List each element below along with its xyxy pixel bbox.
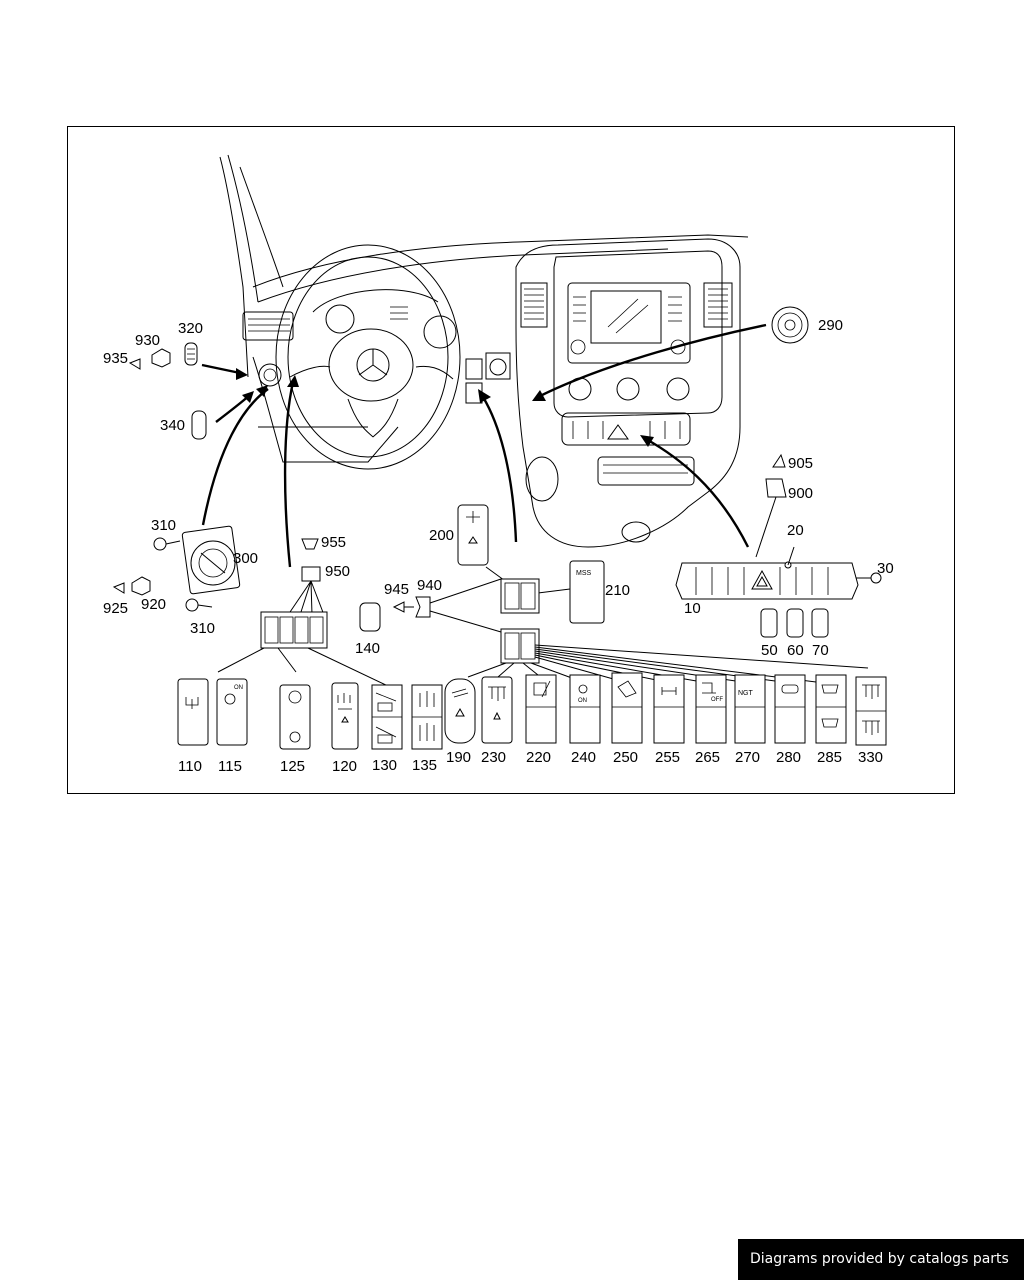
label-20: 20 (787, 522, 804, 539)
label-210: 210 (605, 582, 630, 599)
part-950-955 (287, 538, 325, 616)
label-200: 200 (429, 527, 454, 544)
label-125: 125 (280, 758, 305, 775)
label-50: 50 (761, 642, 778, 659)
label-190: 190 (446, 749, 471, 766)
part-900-905 (755, 453, 787, 558)
part-290-round-switch (771, 306, 809, 344)
mss-glyph: MSS (576, 570, 592, 577)
dashboard-switch-diagram: MSS (103, 154, 894, 775)
label-250: 250 (613, 749, 638, 766)
label-905: 905 (788, 455, 813, 472)
dashboard-illustration (219, 154, 749, 548)
label-120: 120 (332, 758, 357, 775)
part-number-labels: 320 930 935 340 290 905 900 20 30 10 50 … (103, 317, 894, 775)
on-glyph-115: ON (234, 685, 243, 691)
label-300: 300 (233, 550, 258, 567)
label-310-bottom: 310 (190, 620, 215, 637)
label-255: 255 (655, 749, 680, 766)
part-10-switch-panel (675, 546, 882, 600)
label-110: 110 (178, 758, 202, 775)
label-930: 930 (135, 332, 160, 349)
label-900: 900 (788, 485, 813, 502)
label-30: 30 (877, 560, 894, 577)
label-270: 270 (735, 749, 760, 766)
label-60: 60 (787, 642, 804, 659)
label-140: 140 (355, 640, 380, 657)
part-340-cap (191, 410, 207, 440)
label-70: 70 (812, 642, 829, 659)
part-50-60-70-caps (760, 608, 829, 638)
ngt-glyph: NGT (738, 690, 754, 697)
label-925: 925 (103, 600, 128, 617)
switch-double-upper (500, 578, 540, 614)
switch-double-lower (467, 628, 869, 685)
label-935: 935 (103, 350, 128, 367)
diagram-frame: MSS (67, 126, 955, 794)
connection-arrows (201, 323, 767, 568)
part-300-light-switch (112, 525, 241, 612)
label-945: 945 (384, 581, 409, 598)
on-glyph-240: ON (578, 698, 587, 704)
off-glyph-265: OFF (711, 697, 723, 703)
label-115: 115 (218, 758, 242, 775)
label-265: 265 (695, 749, 720, 766)
part-200 (457, 504, 509, 584)
label-285: 285 (817, 749, 842, 766)
label-320: 320 (178, 320, 203, 337)
label-920: 920 (141, 596, 166, 613)
switch-strip-4 (217, 611, 391, 688)
label-135: 135 (412, 757, 437, 774)
switch-row: ON ON (177, 672, 887, 750)
label-310-top: 310 (151, 517, 176, 534)
part-210-mss: MSS (537, 560, 605, 624)
label-940: 940 (417, 577, 442, 594)
label-950: 950 (325, 563, 350, 580)
label-130: 130 (372, 757, 397, 774)
label-220: 220 (526, 749, 551, 766)
label-280: 280 (776, 749, 801, 766)
part-140 (359, 602, 381, 632)
label-340: 340 (160, 417, 185, 434)
label-330: 330 (858, 749, 883, 766)
part-320-930-935 (128, 342, 198, 370)
label-955: 955 (321, 534, 346, 551)
part-940-945 (392, 578, 502, 633)
label-290: 290 (818, 317, 843, 334)
label-10: 10 (684, 600, 701, 617)
label-240: 240 (571, 749, 596, 766)
label-230: 230 (481, 749, 506, 766)
watermark: Diagrams provided by catalogs parts (738, 1239, 1024, 1280)
